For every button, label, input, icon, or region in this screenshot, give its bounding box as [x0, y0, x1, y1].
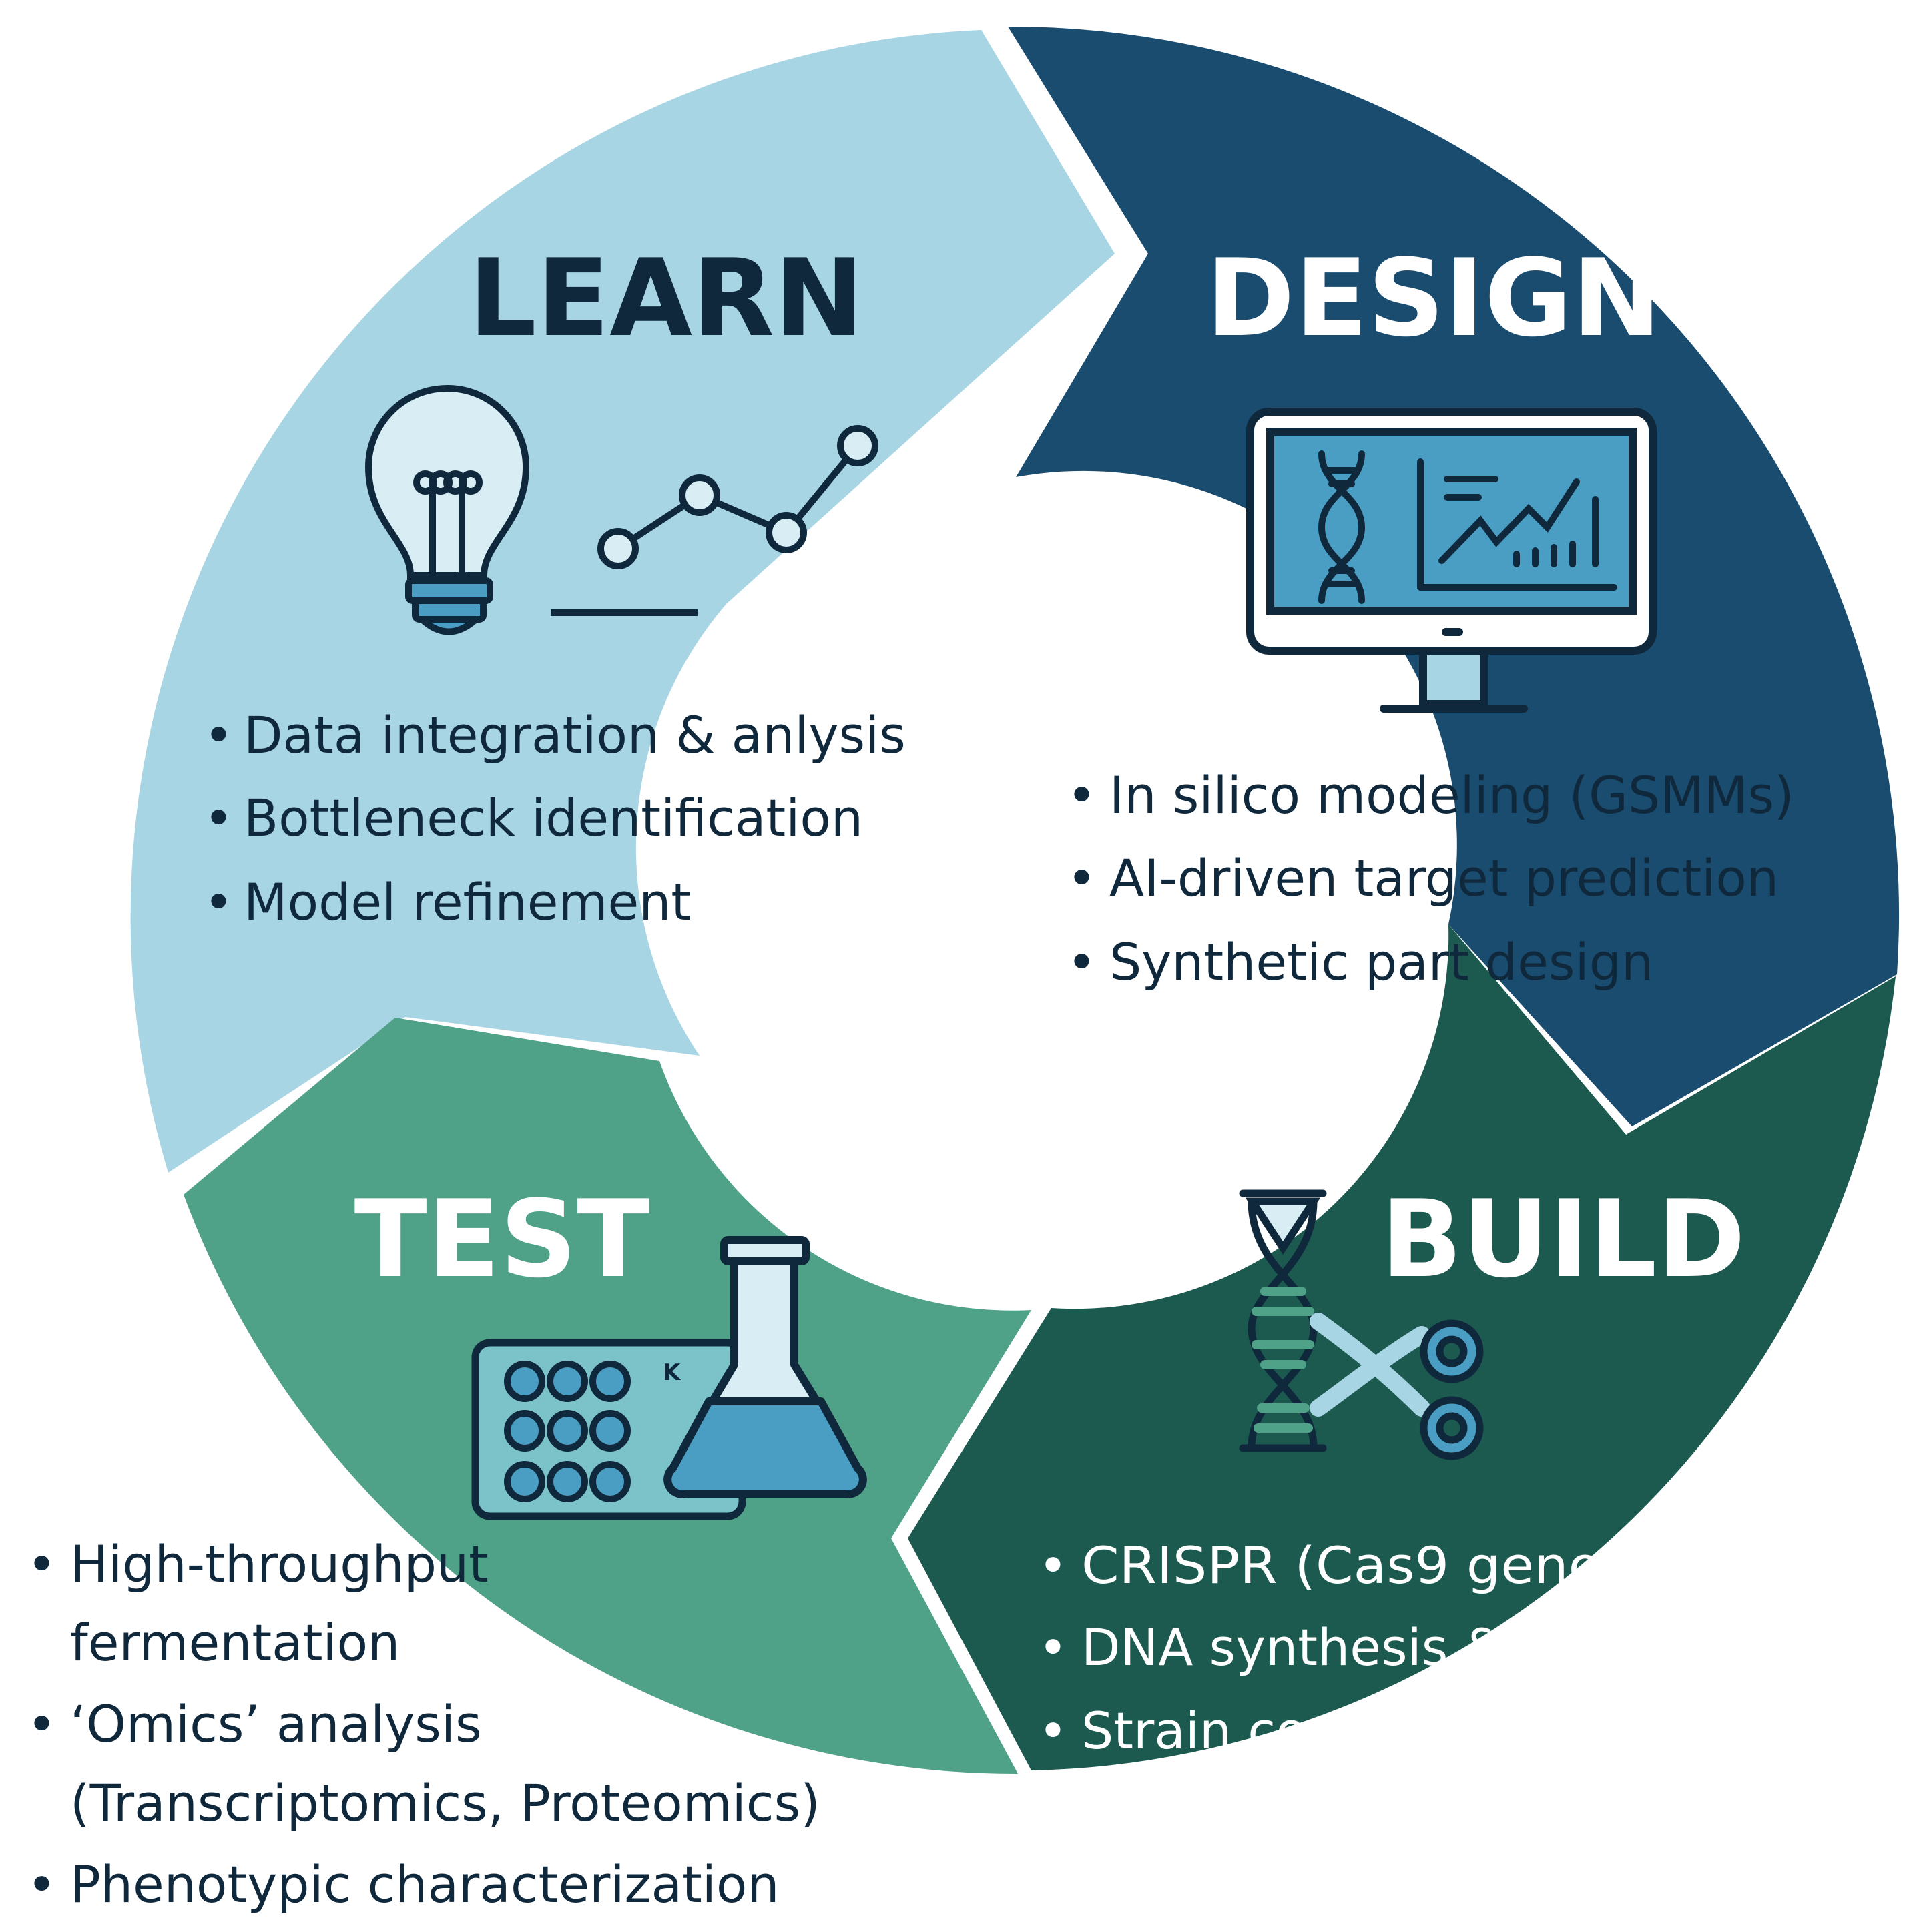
design-bullet-dot: • — [1067, 765, 1097, 825]
test-bullet-2-line-1: ‘Omics’ analysis — [70, 1694, 482, 1754]
learn-bullet-dot: • — [204, 788, 234, 848]
test-bullet-dot: • — [27, 1855, 57, 1914]
design-bullet-dot: • — [1067, 932, 1097, 992]
test-bullet-1-line-2: fermentation — [70, 1613, 400, 1672]
scissors-icon — [1310, 1313, 1484, 1460]
build-bullet-dot: • — [1038, 1536, 1068, 1595]
learn-bullet-dot: • — [204, 705, 234, 765]
test-bullet-1-line-1: High-throughput — [70, 1534, 489, 1594]
learn-bullet-3: Model refinement — [244, 872, 691, 932]
build-bullet-dot: • — [1038, 1618, 1068, 1677]
design-title: DESIGN — [1206, 236, 1661, 360]
learn-bullets: • Data integration & anlysis • Bottlenec… — [204, 705, 906, 932]
flask-icon — [663, 1236, 867, 1498]
computer-monitor-icon — [1246, 408, 1657, 713]
plate-mark: K — [663, 1359, 681, 1386]
test-bullet-3-line-1: Phenotypic characterization — [70, 1855, 780, 1914]
dna-icon — [1239, 1189, 1327, 1452]
build-bullet-1: CRISPR (Cas9 genome editing — [1081, 1536, 1892, 1595]
chart-icon — [1417, 458, 1617, 591]
design-bullet-1: In silico modeling (GSMMs) — [1109, 765, 1794, 825]
test-bullet-dot: • — [27, 1694, 57, 1754]
test-bullet-2-line-2: (Transcriptomics, Proteomics) — [70, 1773, 820, 1833]
learn-bullet-2: Bottleneck identification — [244, 788, 863, 848]
lightbulb-icon — [364, 385, 530, 635]
build-title: BUILD — [1381, 1177, 1745, 1301]
design-bullet-2: AI-driven target prediction — [1109, 848, 1779, 908]
build-bullet-dot: • — [1038, 1701, 1068, 1760]
build-bullets: • CRISPR (Cas9 genome editing • DNA synt… — [1038, 1536, 1892, 1760]
test-title: TEST — [354, 1177, 650, 1301]
design-bullet-3: Synthetic part design — [1109, 932, 1653, 992]
learn-title: LEARN — [469, 236, 864, 360]
design-bullet-dot: • — [1067, 848, 1097, 908]
learn-bullet-1: Data integration & anlysis — [244, 705, 906, 765]
test-bullet-dot: • — [27, 1534, 57, 1594]
line-chart-icon — [551, 425, 878, 616]
design-bullets: • In silico modeling (GSMMs) • AI-driven… — [1067, 765, 1794, 992]
dna-icon — [1318, 450, 1366, 604]
learn-segment — [130, 30, 1115, 1173]
test-bullets: • High-throughput fermentation • ‘Omics’… — [27, 1534, 820, 1914]
build-bullet-2: DNA synthesis & assembly — [1081, 1618, 1761, 1677]
learn-bullet-dot: • — [204, 872, 234, 932]
build-bullet-3: Strain construction — [1081, 1701, 1563, 1760]
